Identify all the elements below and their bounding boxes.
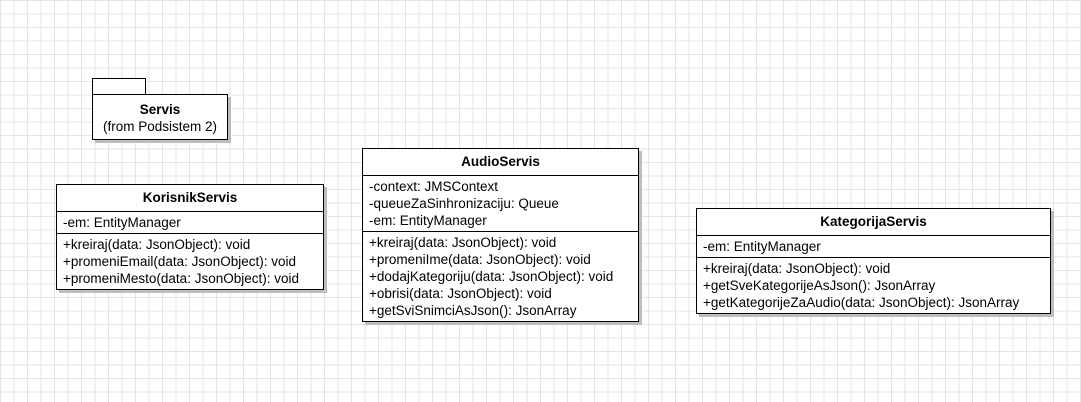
class-kategorija-servis[interactable]: KategorijaServis -em: EntityManager +kre… [696, 208, 1051, 314]
attribute: -context: JMSContext [369, 179, 499, 194]
attributes-section: -context: JMSContext -queueZaSinhronizac… [363, 176, 638, 231]
method: +getKategorijeZaAudio(data: JsonObject):… [703, 295, 1020, 310]
method: +dodajKategoriju(data: JsonObject): void [369, 269, 614, 284]
methods-section: +kreiraj(data: JsonObject): void +promen… [363, 231, 638, 321]
methods-section: +kreiraj(data: JsonObject): void +getSve… [697, 257, 1050, 313]
attributes-section: -em: EntityManager [57, 212, 323, 233]
class-name: KategorijaServis [697, 209, 1050, 236]
method: +getSveKategorijeAsJson(): JsonArray [703, 278, 936, 293]
method: +promeniEmail(data: JsonObject): void [63, 254, 296, 269]
class-name: KorisnikServis [57, 185, 323, 212]
class-korisnik-servis[interactable]: KorisnikServis -em: EntityManager +kreir… [56, 184, 324, 290]
method: +promeniIme(data: JsonObject): void [369, 252, 591, 267]
package-tab[interactable] [92, 78, 146, 94]
attribute: -em: EntityManager [369, 213, 487, 228]
method: +obrisi(data: JsonObject): void [369, 286, 552, 301]
package-name: Servis [139, 102, 181, 117]
method: +promeniMesto(data: JsonObject): void [63, 271, 299, 286]
attribute: -em: EntityManager [63, 215, 181, 230]
attribute: -em: EntityManager [703, 239, 821, 254]
method: +kreiraj(data: JsonObject): void [703, 261, 891, 276]
methods-section: +kreiraj(data: JsonObject): void +promen… [57, 233, 323, 289]
attribute: -queueZaSinhronizaciju: Queue [369, 196, 559, 211]
method: +kreiraj(data: JsonObject): void [369, 235, 557, 250]
class-audio-servis[interactable]: AudioServis -context: JMSContext -queueZ… [362, 148, 639, 322]
method: +getSviSnimciAsJson(): JsonArray [369, 303, 577, 318]
package-origin: (from Podsistem 2) [102, 119, 218, 134]
method: +kreiraj(data: JsonObject): void [63, 237, 251, 252]
package-servis[interactable]: Servis (from Podsistem 2) [92, 94, 228, 140]
class-name: AudioServis [363, 149, 638, 176]
attributes-section: -em: EntityManager [697, 236, 1050, 257]
